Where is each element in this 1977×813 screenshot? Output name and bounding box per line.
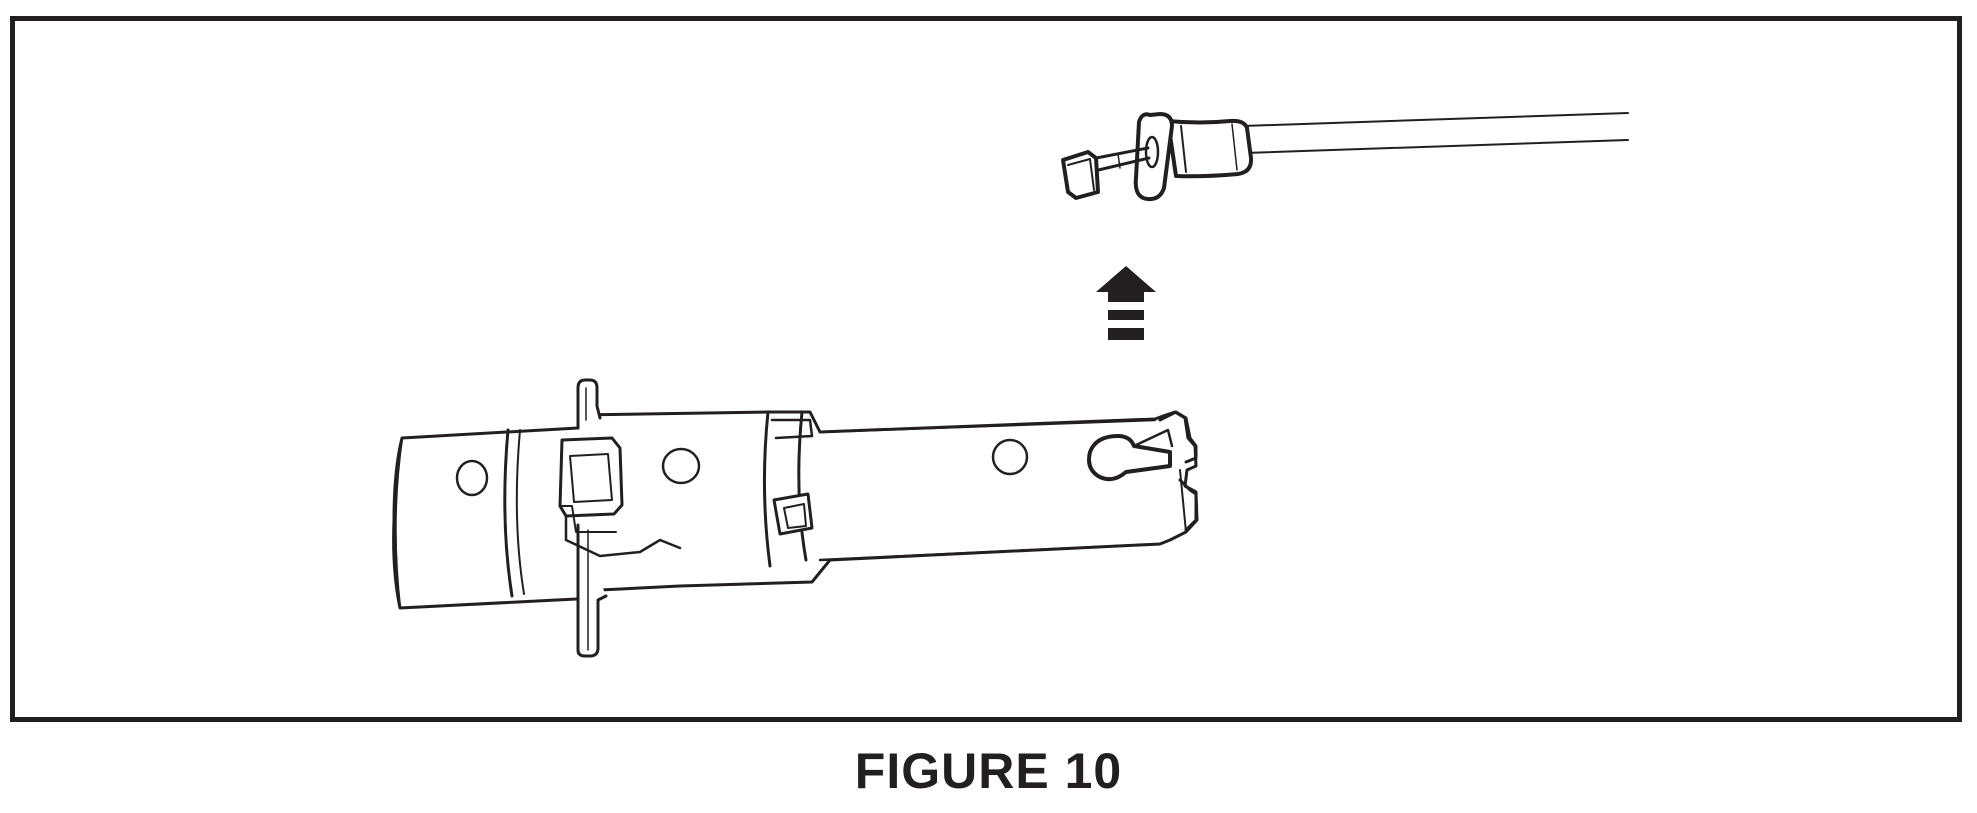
housing-keyhole — [1087, 434, 1172, 482]
housing-hole-right — [991, 438, 1029, 476]
housing-end-line — [1179, 469, 1187, 533]
arrow-bar-2 — [1108, 310, 1144, 320]
upward-arrow-icon — [1096, 266, 1156, 340]
housing-hole-left — [455, 459, 489, 497]
cable-assembly — [1061, 112, 1629, 202]
housing-band-slot-inner — [783, 503, 807, 529]
housing-band-top — [770, 418, 814, 440]
cable-line-upper — [1242, 112, 1629, 127]
housing-latch-inner — [569, 453, 613, 503]
arrow-bar-3 — [1108, 328, 1144, 340]
housing-collar-ring-2 — [515, 429, 525, 595]
housing-latch-frame — [558, 436, 624, 518]
housing-end-tab-top — [1158, 410, 1198, 464]
lock-cylinder-housing — [392, 378, 1199, 658]
cable-flange-hole — [1144, 135, 1160, 169]
figure-caption: FIGURE 10 — [854, 743, 1123, 799]
housing-band — [762, 410, 772, 568]
cable-sleeve-detail — [1180, 125, 1187, 173]
housing-band-inner — [797, 410, 808, 562]
cable-flange — [1133, 112, 1174, 202]
cable-pin-shaft-line — [1117, 153, 1121, 169]
housing-end-tab-bottom — [1178, 478, 1198, 532]
housing-tab-top — [576, 378, 602, 430]
housing-bottom-contour — [818, 542, 1162, 562]
housing-latch-step — [564, 514, 682, 558]
housing-latch-step-2 — [559, 505, 617, 533]
housing-collar-ring-1 — [503, 428, 514, 598]
arrow-head — [1096, 266, 1156, 292]
housing-front-end — [394, 436, 404, 610]
cable-line-lower — [1244, 139, 1629, 154]
cable-pin-head-face — [1067, 158, 1095, 191]
housing-tab-bottom — [576, 523, 608, 658]
housing-keyhole-clip — [1132, 428, 1174, 448]
cable-sleeve — [1166, 118, 1254, 179]
cable-sleeve-crease — [1231, 123, 1238, 171]
housing-hole-middle — [661, 447, 701, 485]
figure-frame — [10, 16, 1962, 722]
arrow-bar-1 — [1108, 292, 1144, 302]
housing-rear-top — [818, 418, 1157, 434]
